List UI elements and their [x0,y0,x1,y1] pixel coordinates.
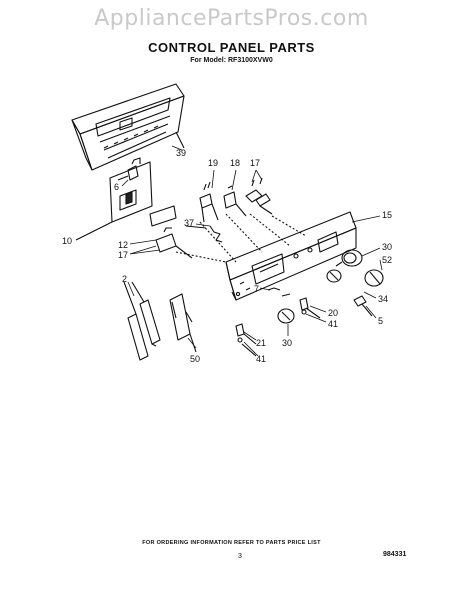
callout-10: 10 [62,236,72,246]
callout-20: 20 [328,308,338,318]
callout-labels: 39 6 10 19 18 17 15 37 12 17 30 52 2 7 3… [62,148,392,364]
part-7-wire [267,287,291,297]
part-30-knob-upper [335,249,363,267]
callout-41-lower: 41 [256,354,266,364]
knob-center [326,269,342,283]
part-12-switch [155,227,193,259]
callout-17-left: 17 [118,250,128,260]
callout-41-right: 41 [328,319,338,329]
callout-19: 19 [208,158,218,168]
callout-37: 37 [184,218,194,228]
watermark: AppliancePartsPros.com [94,6,369,31]
part-20-lamp [299,297,321,319]
callout-17-top: 17 [250,158,260,168]
part-18-switch [223,185,247,217]
callout-12: 12 [118,240,128,250]
page-number: 3 [238,553,242,560]
part-17-switches [245,177,273,215]
callout-30-upper: 30 [382,242,392,252]
part-39-panel [71,83,185,171]
callout-52: 52 [382,255,392,265]
callout-21: 21 [256,338,266,348]
part-2-bracket [123,281,161,361]
callout-6: 6 [114,182,119,192]
callout-18: 18 [230,158,240,168]
ordering-note: FOR ORDERING INFORMATION REFER TO PARTS … [142,540,321,546]
part-52-knob [364,269,384,287]
part-37-wire [185,225,223,243]
callout-34: 34 [378,294,388,304]
part-21-lamp [235,323,257,357]
part-50-bracket [169,293,197,353]
part-5-clip [353,295,373,317]
part-15-control-panel [175,211,357,301]
callout-50: 50 [190,354,200,364]
callout-7: 7 [254,284,259,294]
page-title: CONTROL PANEL PARTS [148,40,315,55]
callout-39: 39 [176,148,186,158]
callout-15: 15 [382,210,392,220]
part-19-switch [199,181,219,223]
callout-30-lower: 30 [282,338,292,348]
callout-5: 5 [378,316,383,326]
document-number: 984331 [383,551,407,558]
part-10-clock [75,157,177,241]
leader-lines [121,145,383,357]
callout-2: 2 [122,274,127,284]
part-30-knob-lower [277,308,295,324]
model-subtitle: For Model: RF3100XVW0 [190,57,273,64]
